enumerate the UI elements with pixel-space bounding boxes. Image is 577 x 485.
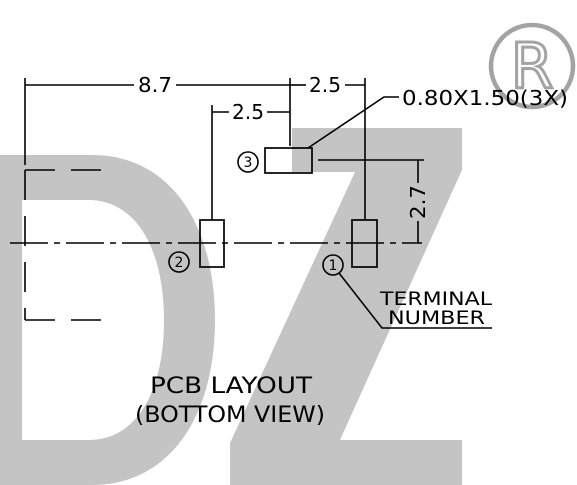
terminal-number-text: 1 [329,258,338,274]
dimension-overall-label: 8.7 [138,73,172,97]
pad-size-callout: 0.80X1.50(3X) [307,86,568,149]
drawing-subtitle: (BOTTOM VIEW) [135,403,325,428]
terminal-callout-line2: NUMBER [388,307,485,329]
terminal-callout-line1: TERMINAL [379,288,493,310]
terminal-number-1: 1 [322,254,344,276]
watermark [0,128,462,485]
terminal-callout-leader [338,272,492,329]
registered-mark-ring [488,22,576,110]
pads [199,147,378,268]
terminal-number-circle [237,151,259,173]
terminal-number-2: 2 [168,251,190,273]
pad-terminal-2 [199,219,225,268]
terminal-number-text: 2 [175,255,184,271]
registered-mark-letter: R [510,30,553,103]
pad-terminal-1 [351,219,378,268]
terminal-number-text: 3 [244,155,253,171]
pad-terminal-3 [264,147,313,174]
dimension-vertical-offset: 2.7 [406,160,430,243]
dimension-overall: 8.7 [25,73,290,97]
terminal-number-circle [168,251,190,273]
dimension-lower-pitch-label: 2.5 [232,100,264,124]
drawing-title: PCB LAYOUT [150,374,313,399]
terminal-number-3: 3 [237,151,259,173]
watermark-letter-z [230,128,462,485]
pad-callout-leader [307,96,399,149]
component-outline [24,169,110,321]
dimension-top-pitch: 2.5 [290,73,365,97]
drawing-title-block: PCB LAYOUT (BOTTOM VIEW) [135,374,325,428]
dimension-vertical-offset-label: 2.7 [406,185,430,219]
watermark-letter-d [0,155,215,485]
registered-trademark-mark: R [488,22,576,110]
terminal-number-circle [322,254,344,276]
extension-lines [24,78,424,220]
dimension-lower-pitch: 2.5 [212,100,290,124]
dimension-top-pitch-label: 2.5 [309,73,341,97]
terminal-number-callout: TERMINAL NUMBER [338,272,493,329]
pad-callout-text: 0.80X1.50(3X) [402,86,568,110]
